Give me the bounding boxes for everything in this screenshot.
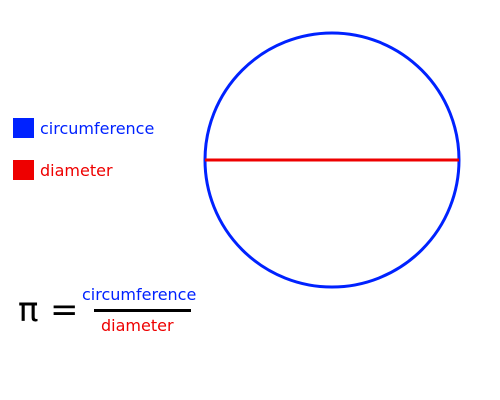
pi-symbol: π [18, 290, 39, 330]
legend-swatch-diameter [13, 160, 34, 180]
legend-label-circumference: circumference [40, 118, 155, 138]
legend-label-diameter: diameter [40, 160, 113, 180]
equals-sign: = [50, 290, 79, 330]
legend-item-circumference: circumference [13, 117, 154, 139]
formula-numerator: circumference [82, 285, 197, 304]
legend-item-diameter: diameter [13, 159, 113, 181]
fraction-bar [94, 309, 191, 312]
formula-denominator: diameter [101, 316, 174, 335]
legend-swatch-circumference [13, 118, 34, 138]
